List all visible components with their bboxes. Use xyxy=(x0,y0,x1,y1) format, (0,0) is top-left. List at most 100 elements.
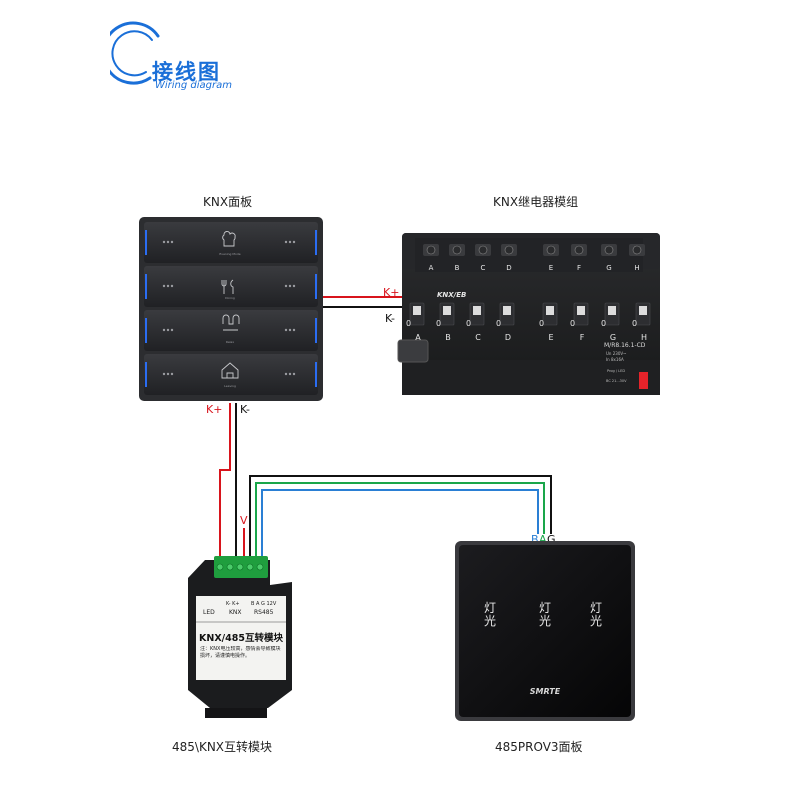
relay-channel-letter: F xyxy=(577,264,581,272)
relay-channel-letter: C xyxy=(481,264,486,272)
relay-channel-letter: A xyxy=(429,264,434,272)
relay-body xyxy=(402,233,660,395)
relay-switch-state: 0 xyxy=(496,319,501,328)
relay-switch-state: 0 xyxy=(570,319,575,328)
relay-spec-line: Un 230V~ xyxy=(606,351,626,356)
label-v: V xyxy=(240,514,248,527)
header-logo xyxy=(110,21,160,85)
relay-switch-state: 0 xyxy=(436,319,441,328)
knx-key-labels: Evening Mode Dining Relax Leaving xyxy=(219,252,240,388)
logo-arc-inner xyxy=(111,30,153,77)
logo-arc xyxy=(110,21,160,85)
rs485-keys: 灯光 灯光 灯光 xyxy=(484,601,602,628)
knx-key-label: Relax xyxy=(226,340,234,344)
relay-bottom-strip xyxy=(402,360,660,395)
label-g: G xyxy=(547,533,556,546)
module-note: 注：KNX电压较高，感情会导致模块损坏，请谨慎电操作。 xyxy=(200,646,281,659)
module-terms-label: K- K+ xyxy=(226,601,240,607)
relay-switch-lever xyxy=(443,306,451,315)
relay-switch-letter: D xyxy=(505,333,511,342)
relay-switch-lever xyxy=(577,306,585,315)
knx-key-label: Evening Mode xyxy=(219,252,240,256)
blue-led xyxy=(145,362,147,387)
label-kplus-down: K+ xyxy=(206,403,222,416)
relay-switch-letter: H xyxy=(641,333,647,342)
module-terms-label: B A G 12V xyxy=(251,601,277,607)
relay-switch-lever xyxy=(608,306,616,315)
relay-prog-label: Prog / LED xyxy=(607,369,625,373)
blue-led xyxy=(315,362,317,387)
knx-key xyxy=(144,222,318,263)
blue-led xyxy=(145,274,147,299)
relay-bus-label: BC 21...30V xyxy=(606,379,627,383)
relay-top-terminals xyxy=(423,244,645,256)
relay-switch-lever xyxy=(413,306,421,315)
knx-key-icons xyxy=(221,231,240,379)
wire-a xyxy=(255,482,545,562)
fork-knife-icon xyxy=(221,279,234,294)
blue-led xyxy=(315,318,317,343)
label-kminus-relay: K- xyxy=(385,312,395,325)
relay-switch-letter: A xyxy=(415,333,421,342)
couple-icon xyxy=(222,314,240,331)
relay-channel-letter: B xyxy=(455,264,460,272)
rs485-panel: 灯光 灯光 灯光 SMRTE xyxy=(455,541,635,721)
module-bottom-flange xyxy=(205,708,267,718)
label-kminus-down: K- xyxy=(240,403,250,416)
blue-led xyxy=(315,274,317,299)
relay-model: M/R8.16.1-CD xyxy=(604,342,646,349)
terminal-screw-icon xyxy=(546,245,556,255)
relay-switch-lever xyxy=(503,306,511,315)
terminal-screw-icon xyxy=(504,245,514,255)
knx-key xyxy=(144,354,318,395)
module-note-box: 注：KNX电压较高，感情会导致模块损坏，请谨慎电操作。 xyxy=(200,646,281,659)
module-knx-label: KNX xyxy=(229,609,242,616)
module-terminal-screws xyxy=(216,563,264,571)
page-subtitle: Wiring diagram xyxy=(155,80,233,91)
knx-panel: Evening Mode Dining Relax Leaving xyxy=(139,217,323,401)
wires xyxy=(219,296,552,562)
knx-key-dots xyxy=(162,240,296,376)
terminal-screw-icon xyxy=(452,245,462,255)
relay-switch-letter: F xyxy=(580,333,585,342)
terminal-screw-icon xyxy=(632,245,642,255)
terminal-screw-icon xyxy=(478,245,488,255)
label-kplus-relay: K+ xyxy=(383,286,399,299)
knx-key-label: Dining xyxy=(225,296,235,300)
relay-switch-state: 0 xyxy=(601,319,606,328)
wire-kplus-down xyxy=(219,403,231,562)
relay-switch-state: 0 xyxy=(406,319,411,328)
module-rs485-label: RS485 xyxy=(254,609,274,616)
relay-switch-state: 0 xyxy=(466,319,471,328)
module-led-label: LED xyxy=(203,609,215,616)
label-a: A xyxy=(539,533,547,546)
relay-switch-letter: G xyxy=(610,333,616,342)
rs485-key-label-top: 灯光 xyxy=(539,601,551,628)
knx-panel-keys xyxy=(144,222,318,395)
relay-spec-line: In 8x16A xyxy=(606,357,624,362)
knx485-module: LED KNX RS485 K- K+ B A G 12V KNX/485互转模… xyxy=(188,556,292,718)
knx-key xyxy=(144,266,318,307)
knx-relay: KNX/EB M/R8.16.1-CD Un 230V~ In 8x16A Pr… xyxy=(397,233,660,395)
page-title: 接线图 xyxy=(152,60,221,84)
rs485-panel-title: 485PROV3面板 xyxy=(495,740,583,754)
rs485-panel-glass xyxy=(459,545,631,717)
relay-switch-lever xyxy=(546,306,554,315)
relay-channel-letter: D xyxy=(506,264,511,272)
relay-channel-letter: E xyxy=(549,264,553,272)
relay-brand: KNX/EB xyxy=(437,291,466,299)
terminal-screw-icon xyxy=(604,245,614,255)
home-leave-icon xyxy=(221,362,239,379)
prog-button xyxy=(639,372,648,389)
relay-switch-lever xyxy=(473,306,481,315)
knx-panel-title: KNX面板 xyxy=(203,195,253,209)
module-main-label: KNX/485互转模块 xyxy=(199,632,283,644)
blue-led xyxy=(145,318,147,343)
relay-switch-state: 0 xyxy=(539,319,544,328)
relay-title: KNX继电器模组 xyxy=(493,195,579,209)
terminal-screw-icon xyxy=(426,245,436,255)
knx-key-leds xyxy=(145,230,317,387)
